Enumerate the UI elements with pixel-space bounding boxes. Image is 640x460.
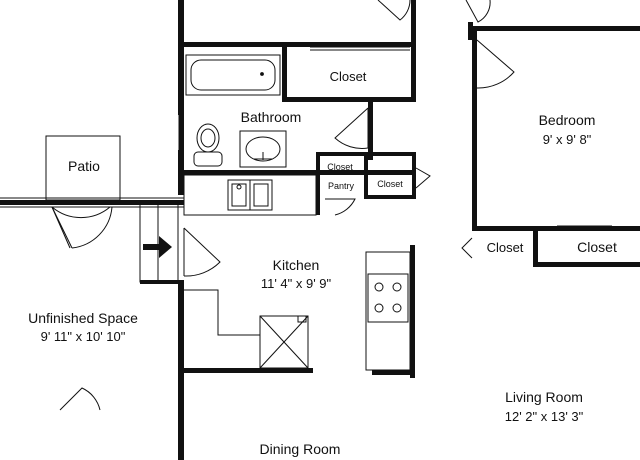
wall-closet-left xyxy=(282,47,287,102)
bathtub-icon xyxy=(185,54,281,96)
wall-closet-right xyxy=(411,0,416,102)
wall-small-closets-right xyxy=(412,156,416,198)
wall-kitchen-right-bottom xyxy=(372,370,415,375)
bedroom-dims: 9' x 9' 8" xyxy=(543,132,592,147)
wall-closet-bottom xyxy=(282,97,416,102)
wall-pantry-left xyxy=(316,175,320,215)
wall-closet-divider xyxy=(533,226,538,266)
door-unfinished-bottom xyxy=(59,387,101,411)
unfinished-space-label: Unfinished Space xyxy=(28,310,138,326)
door-bath xyxy=(334,107,369,149)
water-heater-icon xyxy=(259,315,309,369)
unfinished-space-dims: 9' 11" x 10' 10" xyxy=(41,329,126,344)
bedroom-label: Bedroom xyxy=(539,112,596,128)
entry-arrow-icon xyxy=(143,236,172,258)
kitchen-label: Kitchen xyxy=(273,257,320,273)
kitchen-sink-icon xyxy=(227,179,273,211)
bath-closet-label: Closet xyxy=(330,69,367,84)
stove-icon xyxy=(367,273,409,323)
door-small-closet xyxy=(415,167,431,189)
wall-bedroom-left-top xyxy=(468,22,473,40)
wall-bath-top xyxy=(178,42,416,47)
wall-small-closets-left xyxy=(316,152,320,177)
wall-small-closets-bottom xyxy=(364,195,416,199)
door-bedroom xyxy=(476,39,515,89)
wall-patio-bottom xyxy=(0,200,184,205)
toilet-icon xyxy=(193,123,223,167)
patio-outline xyxy=(45,135,121,201)
range-counter xyxy=(365,251,411,371)
small-closet-1-label: Closet xyxy=(327,162,353,172)
pantry-label: Pantry xyxy=(328,181,355,191)
bathroom-label: Bathroom xyxy=(241,109,302,125)
door-top-2 xyxy=(465,0,491,23)
patio-label: Patio xyxy=(68,158,100,174)
kitchen-counter xyxy=(183,174,317,216)
wall-closet-bottom-wall xyxy=(533,262,640,267)
wall-main-left-top xyxy=(178,0,184,195)
wall-kitchen-right xyxy=(410,245,415,378)
wall-left-stub xyxy=(178,0,184,10)
thin-lines xyxy=(0,49,411,371)
dining-room-label: Dining Room xyxy=(260,441,341,457)
kitchen-dims: 11' 4" x 9' 9" xyxy=(261,276,332,291)
doors xyxy=(51,0,515,411)
living-room-dims: 12' 2" x 13' 3" xyxy=(505,409,584,424)
living-room-label: Living Room xyxy=(505,389,583,405)
stair-outline xyxy=(139,203,179,283)
hall-closet-label: Closet xyxy=(487,240,524,255)
door-kitchen-left xyxy=(183,227,221,277)
room-labels: Patio Unfinished Space 9' 11" x 10' 10" … xyxy=(28,69,617,457)
wall-kitchen-top xyxy=(178,170,318,175)
wall-bedroom-left xyxy=(472,30,477,230)
sink-icon xyxy=(239,130,287,168)
wall-small-closets-mid xyxy=(364,152,368,198)
wall-bedroom-top xyxy=(472,26,640,31)
door-top-1 xyxy=(377,0,411,21)
wall-bath-right xyxy=(368,100,373,160)
door-pantry xyxy=(325,198,356,216)
wall-bedroom-bottom xyxy=(472,226,640,231)
small-closet-2-label: Closet xyxy=(377,179,403,189)
door-hall-closet xyxy=(461,237,473,259)
bedroom-closet-label: Closet xyxy=(577,239,617,255)
wall-dining-top xyxy=(178,368,313,373)
